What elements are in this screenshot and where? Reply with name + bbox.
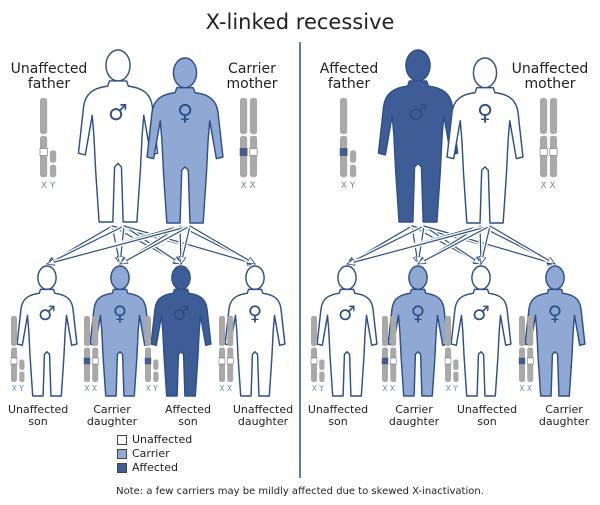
label-right-child-2: Carrier daughter <box>388 403 440 428</box>
legend-label-affected: Affected <box>132 461 178 474</box>
male-symbol-icon: ♂ <box>108 101 128 126</box>
label-right-child-4: Carrier daughter <box>538 403 590 428</box>
inheritance-arrow <box>423 225 555 264</box>
svg-text:X X: X X <box>519 384 532 393</box>
inheritance-arrow <box>489 225 555 264</box>
male-symbol-icon: ♂ <box>38 301 56 325</box>
female-symbol-icon: ♀ <box>548 301 563 325</box>
svg-text:X X: X X <box>540 181 555 191</box>
male-symbol-icon: ♂ <box>172 301 190 325</box>
chromosome-pair-icon: X Y <box>339 98 357 191</box>
label-right-father: Affected father <box>319 61 379 92</box>
chromosome-pair-icon: X Y <box>144 316 159 393</box>
svg-text:X X: X X <box>219 384 232 393</box>
legend-swatch-unaffected <box>117 435 127 445</box>
female-symbol-icon: ♀ <box>411 301 426 325</box>
label-right-mother: Unaffected mother <box>511 61 589 92</box>
father-figure <box>77 49 159 223</box>
svg-text:X X: X X <box>240 181 255 191</box>
inheritance-arrow <box>123 225 255 264</box>
female-symbol-icon: ♀ <box>248 301 263 325</box>
child-figure <box>224 265 286 397</box>
legend: Unaffected Carrier Affected <box>117 433 192 475</box>
mother-figure <box>446 57 524 224</box>
child-figure <box>16 265 78 397</box>
chromosome-pair-icon: X Y <box>310 316 325 393</box>
inheritance-arrow <box>47 225 191 264</box>
svg-text:X Y: X Y <box>12 384 25 393</box>
inheritance-arrow <box>181 225 191 264</box>
inheritance-arrow <box>47 225 125 265</box>
chromosome-pair-icon: X Y <box>10 316 25 393</box>
inheritance-arrow <box>120 225 191 265</box>
inheritance-arrow <box>347 225 491 264</box>
label-left-child-2: Carrier daughter <box>86 403 138 428</box>
mother-figure <box>146 57 224 224</box>
label-left-child-4: Unaffected daughter <box>232 403 294 428</box>
label-left-mother: Carrier mother <box>226 61 278 92</box>
chromosome-pair-icon: X X <box>381 316 397 393</box>
child-figure <box>316 265 378 397</box>
legend-row-unaffected: Unaffected <box>117 433 192 447</box>
legend-label-carrier: Carrier <box>132 447 170 460</box>
footnote: Note: a few carriers may be mildly affec… <box>116 486 484 497</box>
legend-swatch-carrier <box>117 449 127 459</box>
chromosome-pair-icon: X Y <box>444 316 459 393</box>
svg-text:X Y: X Y <box>341 181 356 191</box>
svg-text:X Y: X Y <box>41 181 56 191</box>
inheritance-arrow <box>418 225 491 265</box>
father-figure <box>377 49 459 223</box>
svg-text:X X: X X <box>84 384 97 393</box>
child-figure <box>450 265 512 397</box>
label-left-child-3: Affected son <box>165 403 211 428</box>
legend-row-affected: Affected <box>117 461 192 475</box>
label-left-father: Unaffected father <box>10 61 88 92</box>
chromosome-pair-icon: X X <box>83 316 99 393</box>
inheritance-arrow <box>189 225 255 264</box>
child-figure <box>387 265 449 397</box>
female-symbol-icon: ♀ <box>177 101 193 126</box>
chromosome-pair-icon: X X <box>218 316 234 393</box>
chromosome-pair-icon: X Y <box>39 98 57 191</box>
legend-row-carrier: Carrier <box>117 447 192 461</box>
svg-text:X X: X X <box>382 384 395 393</box>
diagram-title: X-linked recessive <box>205 10 395 34</box>
female-symbol-icon: ♀ <box>477 101 493 126</box>
male-symbol-icon: ♂ <box>338 301 356 325</box>
inheritance-arrow <box>481 225 491 264</box>
chromosome-pair-icon: X X <box>539 98 558 191</box>
svg-text:X Y: X Y <box>312 384 325 393</box>
label-right-child-3: Unaffected son <box>456 403 518 428</box>
label-left-child-1: Unaffected son <box>8 403 69 428</box>
child-figure <box>150 265 212 397</box>
male-symbol-icon: ♂ <box>472 301 490 325</box>
child-figure <box>524 265 586 397</box>
label-right-child-1: Unaffected son <box>307 403 369 428</box>
male-symbol-icon: ♂ <box>408 101 428 126</box>
legend-swatch-affected <box>117 463 127 473</box>
svg-text:X Y: X Y <box>146 384 159 393</box>
child-figure <box>89 265 151 397</box>
legend-label-unaffected: Unaffected <box>132 433 193 446</box>
svg-text:X Y: X Y <box>446 384 459 393</box>
chromosome-pair-icon: X X <box>518 316 534 393</box>
chromosome-pair-icon: X X <box>239 98 258 191</box>
female-symbol-icon: ♀ <box>113 301 128 325</box>
inheritance-arrow <box>347 225 425 265</box>
